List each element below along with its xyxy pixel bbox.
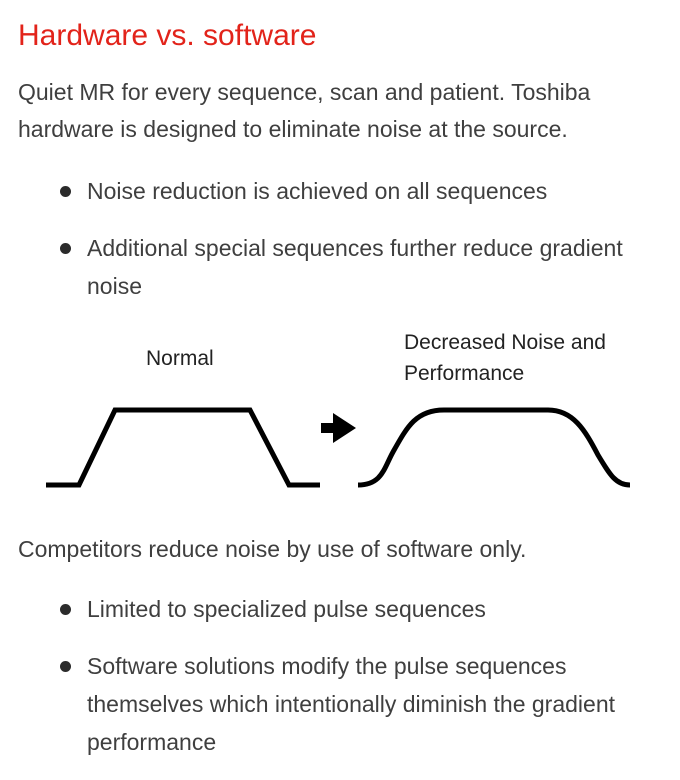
bullet-icon (60, 661, 71, 672)
list-item: Software solutions modify the pulse sequ… (0, 647, 680, 761)
list-item-text: Noise reduction is achieved on all seque… (87, 178, 548, 204)
gradient-waveform-diagram (46, 407, 631, 488)
arrow-right-icon (321, 413, 356, 443)
page-title: Hardware vs. software (18, 19, 317, 52)
competitors-paragraph: Competitors reduce noise by use of softw… (18, 536, 527, 562)
list-item: Limited to specialized pulse sequences (0, 590, 680, 628)
software-bullet-list: Limited to specialized pulse sequences S… (0, 590, 680, 780)
list-item: Additional special sequences further red… (0, 229, 680, 305)
list-item-text: Software solutions modify the pulse sequ… (87, 653, 616, 755)
intro-paragraph: Quiet MR for every sequence, scan and pa… (18, 79, 591, 142)
bullet-icon (60, 186, 71, 197)
list-item: Noise reduction is achieved on all seque… (0, 172, 680, 210)
hardware-bullet-list: Noise reduction is achieved on all seque… (0, 172, 680, 324)
list-item-text: Additional special sequences further red… (87, 235, 623, 299)
bullet-icon (60, 604, 71, 615)
normal-label: Normal (146, 347, 214, 370)
decreased-noise-label: Decreased Noise and Performance (404, 331, 606, 385)
bullet-icon (60, 243, 71, 254)
normal-trapezoid-waveform (46, 407, 320, 488)
list-item-text: Limited to specialized pulse sequences (87, 596, 486, 622)
smoothed-waveform (357, 407, 631, 488)
